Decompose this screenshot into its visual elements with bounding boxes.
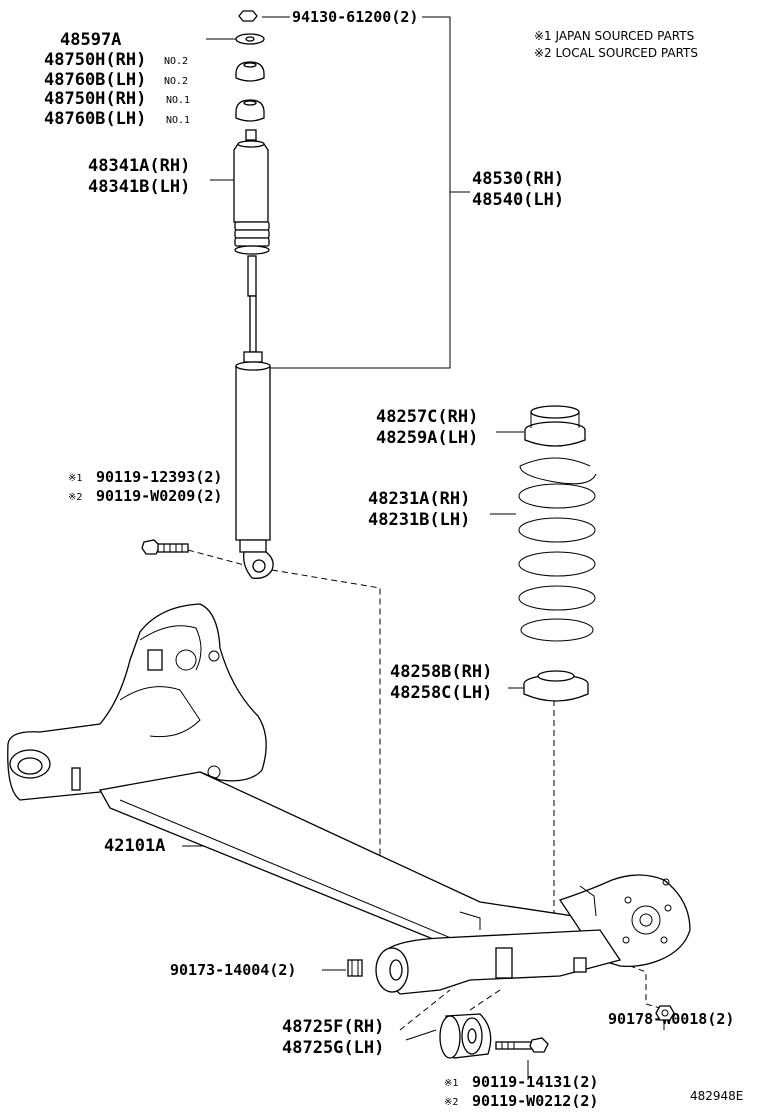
nut-icon: [238, 10, 258, 22]
label-bushing-lh[interactable]: 48725G(LH): [282, 1038, 384, 1058]
coil-spring-icon: [518, 457, 597, 642]
washer-icon: [235, 33, 265, 45]
tag-insulator-no2-lh: NO.2: [164, 76, 188, 87]
nut-rear-icon: [655, 1005, 675, 1021]
label-shock-absorber-lh[interactable]: 48540(LH): [472, 190, 564, 210]
spring-upper-seat-icon: [524, 405, 586, 447]
mark-local-bolt1: ※2: [68, 492, 82, 503]
label-bolt2-japan[interactable]: 90119-14131(2): [472, 1073, 598, 1091]
label-lower-seat-rh[interactable]: 48258B(RH): [390, 662, 492, 682]
bolt-lower-icon: [495, 1037, 549, 1053]
label-insulator-no1-rh[interactable]: 48750H(RH): [44, 89, 146, 109]
axle-beam-icon: [7, 603, 691, 995]
diagram-id: 482948E: [690, 1089, 743, 1103]
label-washer[interactable]: 48597A: [60, 30, 121, 50]
label-bushing-rh[interactable]: 48725F(RH): [282, 1017, 384, 1037]
label-insulator-no2-lh[interactable]: 48760B(LH): [44, 70, 146, 90]
mark-local-bolt2: ※2: [444, 1097, 458, 1108]
shock-absorber-icon: [235, 255, 274, 579]
label-upper-seat-lh[interactable]: 48259A(LH): [376, 428, 478, 448]
insulator-no2-icon: [235, 61, 265, 82]
nut-front-icon: [347, 959, 363, 977]
insulator-no1-icon: [235, 99, 265, 122]
bolt-upper-icon: [141, 539, 189, 555]
spring-lower-seat-icon: [523, 670, 589, 702]
label-coil-spring-rh[interactable]: 48231A(RH): [368, 489, 470, 509]
note-local-sourced: ※2 LOCAL SOURCED PARTS: [534, 46, 698, 60]
label-axle-beam[interactable]: 42101A: [104, 836, 165, 856]
bump-stopper-icon: [233, 129, 270, 255]
label-upper-seat-rh[interactable]: 48257C(RH): [376, 407, 478, 427]
bushing-icon: [439, 1013, 492, 1059]
label-nut-front[interactable]: 90173-14004(2): [170, 961, 296, 979]
label-shock-absorber-rh[interactable]: 48530(RH): [472, 169, 564, 189]
label-coil-spring-lh[interactable]: 48231B(LH): [368, 510, 470, 530]
label-bolt2-local[interactable]: 90119-W0212(2): [472, 1092, 598, 1110]
assembly-lines: [187, 549, 661, 1031]
tag-insulator-no1-rh: NO.1: [166, 95, 190, 106]
bushing-installed-icon: [375, 947, 409, 993]
label-bump-stopper-rh[interactable]: 48341A(RH): [88, 156, 190, 176]
label-insulator-no2-rh[interactable]: 48750H(RH): [44, 50, 146, 70]
tag-insulator-no2-rh: NO.2: [164, 56, 188, 67]
mark-japan-bolt2: ※1: [444, 1078, 458, 1089]
label-lower-seat-lh[interactable]: 48258C(LH): [390, 683, 492, 703]
mark-japan-bolt1: ※1: [68, 473, 82, 484]
label-bolt1-local[interactable]: 90119-W0209(2): [96, 487, 222, 505]
label-bolt1-japan[interactable]: 90119-12393(2): [96, 468, 222, 486]
label-bump-stopper-lh[interactable]: 48341B(LH): [88, 177, 190, 197]
label-insulator-no1-lh[interactable]: 48760B(LH): [44, 109, 146, 129]
tag-insulator-no1-lh: NO.1: [166, 115, 190, 126]
label-nut-top[interactable]: 94130-61200(2): [292, 8, 418, 26]
note-japan-sourced: ※1 JAPAN SOURCED PARTS: [534, 29, 694, 43]
